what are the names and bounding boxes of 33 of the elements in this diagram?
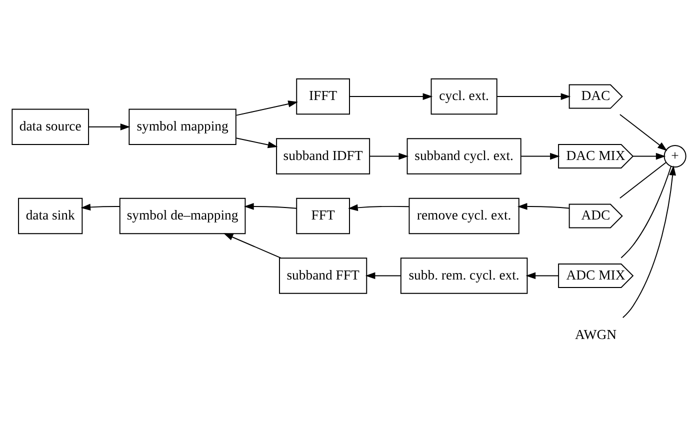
node-box: IFFT	[296, 78, 350, 115]
node-box: subband IDFT	[276, 138, 370, 174]
arrow	[496, 93, 571, 100]
node-box: subb. rem. cycl. ext.	[400, 258, 528, 294]
node-text: AWGN	[575, 327, 616, 342]
connector	[620, 166, 672, 258]
arrow	[80, 204, 120, 211]
arrow	[632, 152, 666, 160]
node-box: data source	[12, 108, 90, 146]
node-circle: +	[664, 145, 686, 168]
node-box: subband cycl. ext.	[406, 138, 522, 174]
arrow	[526, 272, 559, 280]
arrow	[365, 272, 402, 280]
arrow	[348, 204, 410, 212]
arrow	[622, 166, 676, 318]
arrow	[88, 123, 130, 130]
arrow	[236, 138, 278, 148]
arrow	[369, 152, 409, 160]
arrow	[520, 152, 560, 160]
arrow	[244, 203, 298, 210]
node-box: cycl. ext.	[430, 78, 498, 115]
node-box: FFT	[296, 198, 350, 234]
node-box: symbol mapping	[128, 108, 236, 146]
node-box: symbol de–mapping	[119, 198, 246, 234]
node-box: data sink	[18, 198, 83, 234]
connector	[619, 162, 667, 199]
arrow	[619, 114, 668, 152]
arrow	[517, 203, 570, 210]
arrow	[236, 100, 298, 116]
arrow	[223, 233, 282, 258]
node-box: remove cycl. ext.	[408, 198, 520, 234]
node-box: subband FFT	[279, 258, 368, 294]
arrow	[349, 93, 433, 100]
